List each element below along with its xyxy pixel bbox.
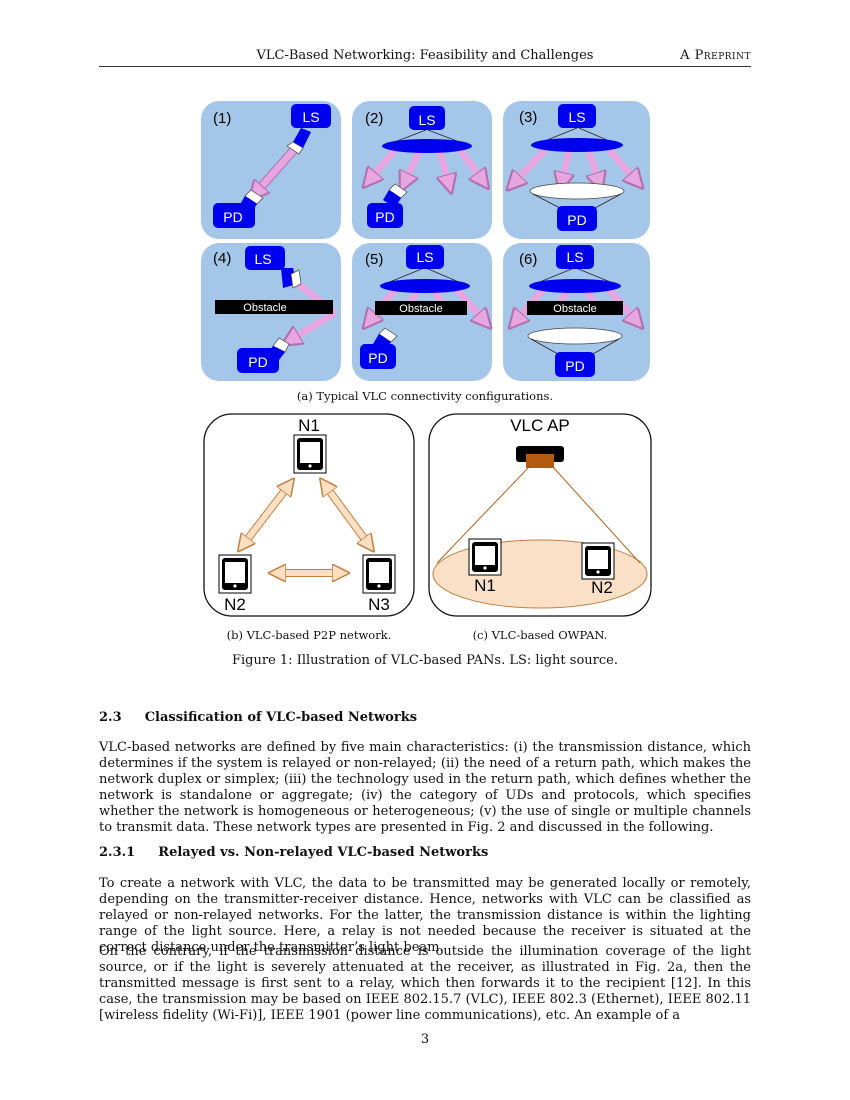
running-header: VLC-Based Networking: Feasibility and Ch… [99,48,751,67]
vlc-ap-label: VLC AP [510,416,570,435]
section-number: 2.3.1 [99,845,136,860]
panel-6-ls-label: LS [566,249,583,265]
panel-2-number: (2) [365,110,383,127]
paragraph-classification: VLC-based networks are defined by five m… [99,740,751,835]
panel-4-ls-label: LS [254,251,271,267]
node-n2-label: N2 [224,595,246,614]
panel-1-number: (1) [213,110,231,127]
light-source-icon [245,246,285,270]
photodetector-icon [557,206,597,231]
coverage-ellipse [432,539,648,609]
light-source-icon [406,245,444,269]
panel-4-obstacle-label: Obstacle [243,302,286,314]
panel-6-number: (6) [519,251,537,268]
panel-3-bg [503,101,650,239]
light-source-icon [558,104,596,128]
photodetector-icon [237,348,279,373]
figure-c: VLC AP N1 N2 [428,413,652,617]
panel-6-pd-label: PD [565,358,584,374]
lens-ellipse [529,279,621,293]
receiver-lens-ellipse [529,182,625,200]
obstacle-bar [375,301,467,315]
section-title: Classification of VLC-based Networks [144,710,418,725]
panel-3-ls-label: LS [568,109,585,125]
node-n3-label: N3 [368,595,390,614]
photodetector-icon [360,344,396,369]
phone-icon [468,538,502,576]
panel-1-ls-label: LS [302,109,319,125]
figure-a: (1) LS PD (2) LS PD (3) LS PD (4) LS [201,101,650,381]
figure-c-caption: (c) VLC-based OWPAN. [472,628,608,642]
receiver-lens-ellipse [527,327,623,345]
paragraph-relayed-1: To create a network with VLC, the data t… [99,876,751,955]
node-n2-label: N2 [591,578,613,597]
phone-icon [293,434,327,474]
panel-5-obstacle-label: Obstacle [399,303,442,315]
panel-3-pd-label: PD [567,212,586,228]
p2p-network-frame [203,413,415,617]
panel-5-ls-label: LS [416,249,433,265]
section-heading-2-3: 2.3 Classification of VLC-based Networks [99,710,417,725]
panel-1-pd-label: PD [223,209,242,225]
phone-icon [362,554,396,594]
section-number: 2.3 [99,710,122,725]
header-label: A Preprint [680,48,751,63]
light-source-icon [409,106,445,130]
lens-ellipse [382,139,472,153]
photodetector-icon [367,203,403,228]
figure-a-caption: (a) Typical VLC connectivity configurati… [296,389,554,403]
lens-ellipse [380,279,470,293]
obstacle-bar [527,301,623,315]
light-source-icon [556,245,594,269]
lens-ellipse [531,138,623,152]
paragraph-relayed-2: On the contrary, if the transmission dis… [99,944,751,1023]
panel-4-number: (4) [213,250,231,267]
light-source-icon [291,104,331,128]
phone-icon [218,554,252,594]
panel-3-number: (3) [519,109,537,126]
panel-4-pd-label: PD [248,354,267,370]
obstacle-bar [215,300,333,314]
section-title: Relayed vs. Non-relayed VLC-based Networ… [158,845,489,860]
node-n1-label: N1 [474,576,496,595]
panel-5-pd-label: PD [368,350,387,366]
figure-caption: Figure 1: Illustration of VLC-based PANs… [232,653,618,668]
panel-6-obstacle-label: Obstacle [553,303,596,315]
photodetector-icon [213,203,255,228]
header-title: VLC-Based Networking: Feasibility and Ch… [256,48,594,63]
photodetector-icon [555,352,595,377]
figure-b-caption: (b) VLC-based P2P network. [226,628,392,642]
page-number: 3 [420,1032,430,1047]
section-heading-2-3-1: 2.3.1 Relayed vs. Non-relayed VLC-based … [99,845,488,860]
figure-b: N1 N2 N3 [203,413,415,617]
phone-icon [581,542,615,580]
panel-2-ls-label: LS [418,112,435,128]
panel-2-pd-label: PD [375,209,394,225]
panel-5-number: (5) [365,251,383,268]
node-n1-label: N1 [298,416,320,435]
